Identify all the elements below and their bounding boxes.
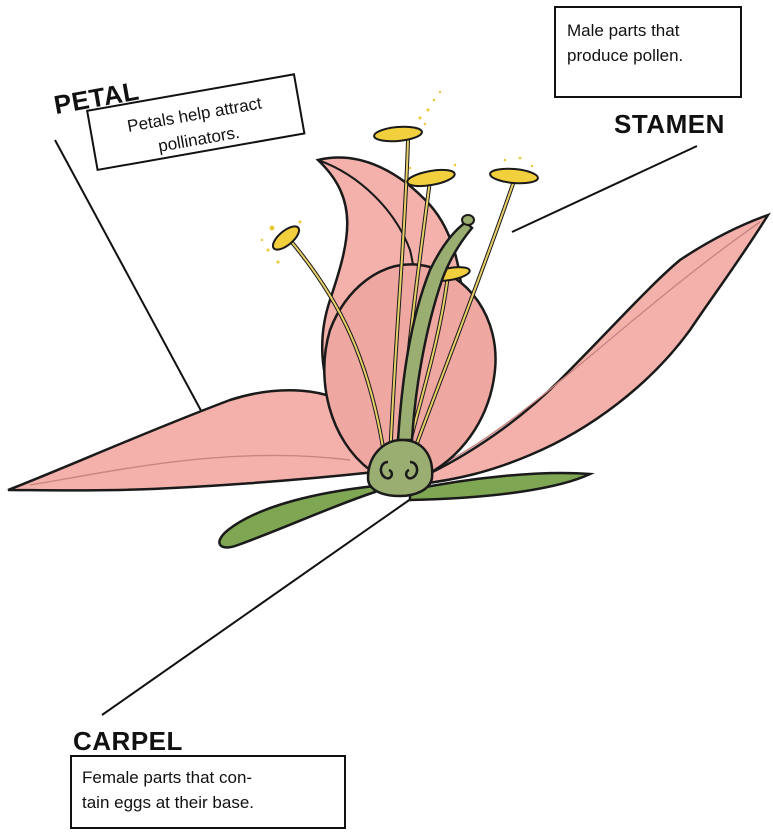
carpel-description-box: Female parts that con- tain eggs at thei… [70, 755, 346, 829]
stigma [462, 215, 474, 225]
stamen-leader-line [512, 146, 697, 232]
carpel-description-line-2: tain eggs at their base. [82, 790, 334, 815]
stamen-description-line-1: Male parts that [567, 18, 729, 43]
stamen-title: STAMEN [614, 109, 725, 140]
stamen-description-box: Male parts that produce pollen. [554, 6, 742, 98]
carpel-title: CARPEL [73, 726, 183, 757]
stamen-description-line-2: produce pollen. [567, 43, 729, 68]
carpel-description-line-1: Female parts that con- [82, 765, 334, 790]
sepal-left [219, 486, 375, 547]
petal-leader-line [55, 140, 205, 418]
petal-left [8, 390, 375, 490]
